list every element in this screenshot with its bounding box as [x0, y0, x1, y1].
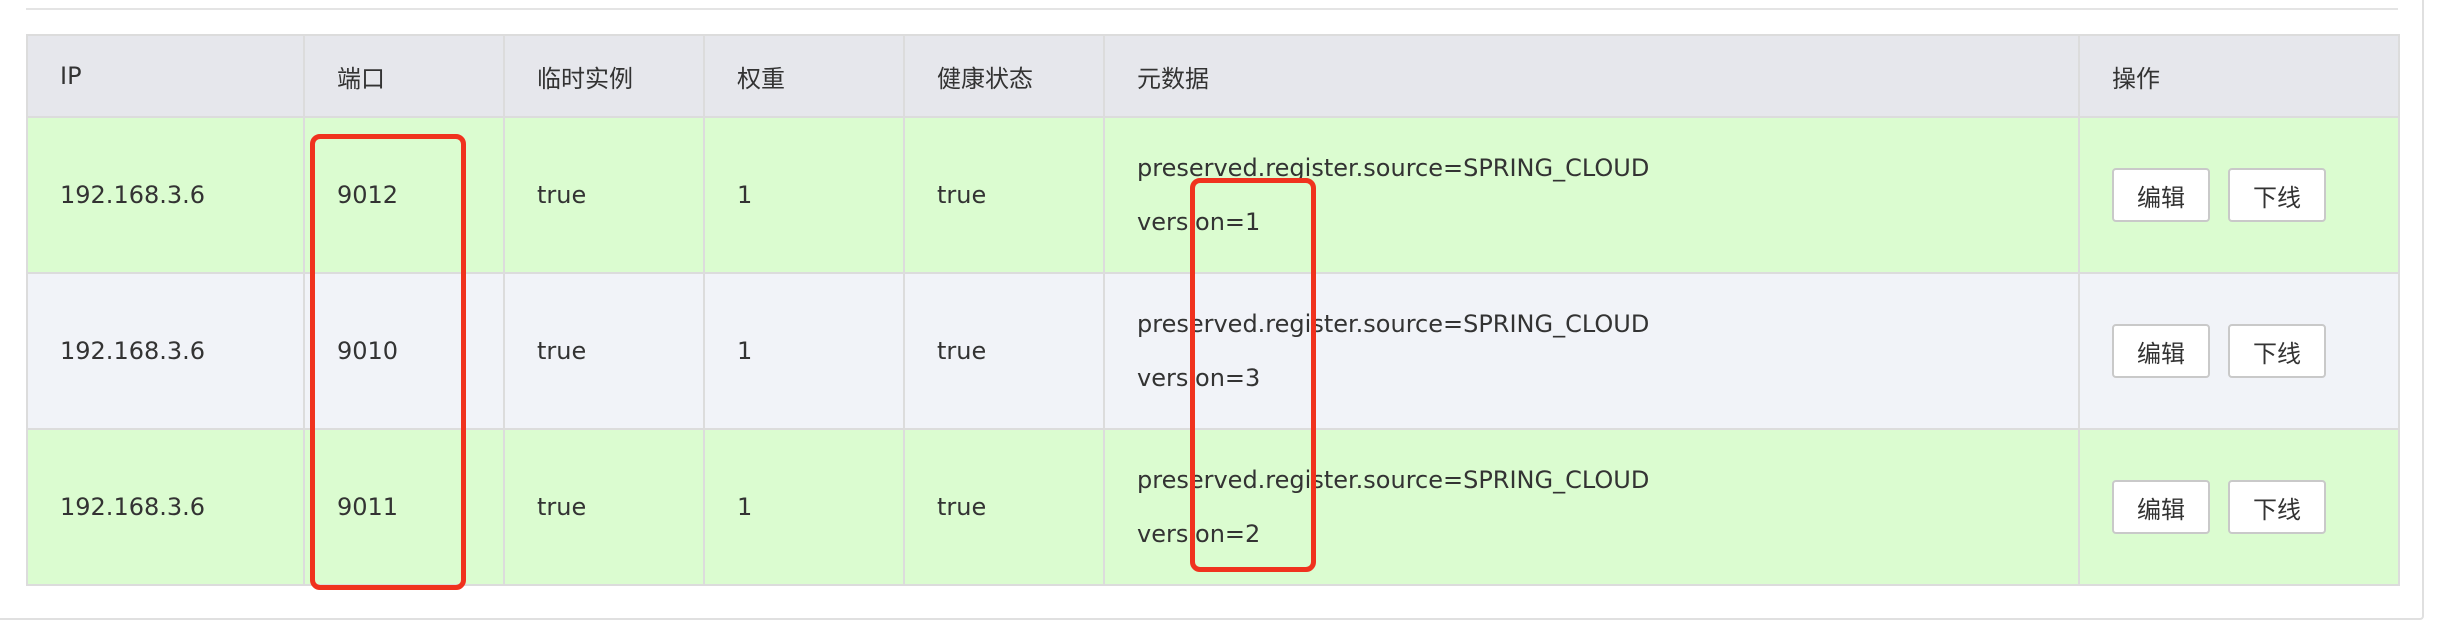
cell-metadata: preserved.register.source=SPRING_CLOUD v…: [1103, 272, 2080, 430]
offline-button[interactable]: 下线: [2228, 168, 2326, 222]
metadata-source: preserved.register.source=SPRING_CLOUD: [1137, 310, 1650, 338]
top-divider: [26, 8, 2398, 10]
cell-metadata: preserved.register.source=SPRING_CLOUD v…: [1103, 428, 2080, 586]
metadata-version: version=2: [1137, 520, 1261, 548]
edit-button[interactable]: 编辑: [2112, 480, 2210, 534]
header-actions: 操作: [2078, 34, 2400, 118]
cell-ephemeral: true: [503, 428, 705, 586]
table-row: 192.168.3.6 9011 true 1 true preserved.r…: [26, 428, 2400, 586]
cell-actions: 编辑下线: [2078, 272, 2400, 430]
cell-healthy: true: [903, 116, 1105, 274]
offline-button[interactable]: 下线: [2228, 324, 2326, 378]
metadata-source: preserved.register.source=SPRING_CLOUD: [1137, 466, 1650, 494]
cell-ip: 192.168.3.6: [26, 116, 305, 274]
cell-ip: 192.168.3.6: [26, 272, 305, 430]
cell-metadata: preserved.register.source=SPRING_CLOUD v…: [1103, 116, 2080, 274]
cell-actions: 编辑下线: [2078, 116, 2400, 274]
cell-ip: 192.168.3.6: [26, 428, 305, 586]
metadata-source: preserved.register.source=SPRING_CLOUD: [1137, 154, 1650, 182]
cell-weight: 1: [703, 272, 905, 430]
header-metadata: 元数据: [1103, 34, 2080, 118]
cell-healthy: true: [903, 428, 1105, 586]
table-header-row: IP 端口 临时实例 权重 健康状态 元数据 操作: [26, 34, 2400, 118]
metadata-version: version=1: [1137, 208, 1261, 236]
cell-port: 9012: [303, 116, 505, 274]
cell-healthy: true: [903, 272, 1105, 430]
offline-button[interactable]: 下线: [2228, 480, 2326, 534]
table-row: 192.168.3.6 9010 true 1 true preserved.r…: [26, 272, 2400, 430]
cell-ephemeral: true: [503, 272, 705, 430]
cell-port: 9011: [303, 428, 505, 586]
header-healthy: 健康状态: [903, 34, 1105, 118]
cell-actions: 编辑下线: [2078, 428, 2400, 586]
cell-weight: 1: [703, 428, 905, 586]
metadata-version: version=3: [1137, 364, 1261, 392]
header-weight: 权重: [703, 34, 905, 118]
header-ip: IP: [26, 34, 305, 118]
instance-table: IP 端口 临时实例 权重 健康状态 元数据 操作 192.168.3.6 90…: [26, 34, 2400, 586]
header-port: 端口: [303, 34, 505, 118]
cell-weight: 1: [703, 116, 905, 274]
cell-ephemeral: true: [503, 116, 705, 274]
edit-button[interactable]: 编辑: [2112, 168, 2210, 222]
edit-button[interactable]: 编辑: [2112, 324, 2210, 378]
table-row: 192.168.3.6 9012 true 1 true preserved.r…: [26, 116, 2400, 274]
header-ephemeral: 临时实例: [503, 34, 705, 118]
cell-port: 9010: [303, 272, 505, 430]
